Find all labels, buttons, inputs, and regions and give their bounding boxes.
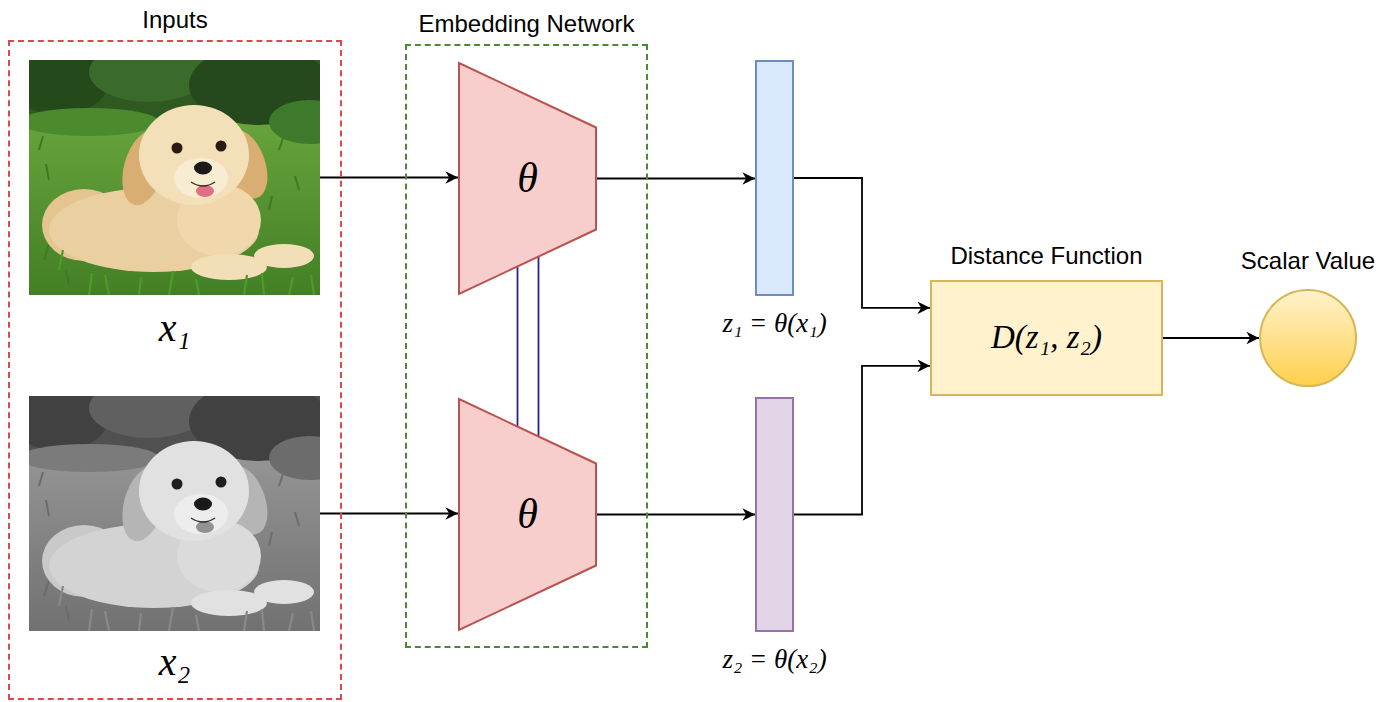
group-title: Inputs — [142, 6, 207, 34]
embedding-formula: z₁ = θ(x₁) — [722, 308, 826, 339]
weight-symbol: θ — [517, 154, 538, 202]
input-group: x₁x₂Inputs — [8, 40, 342, 700]
input-symbol: x₁ — [159, 305, 191, 351]
flow-arrow — [597, 514, 755, 515]
circle-shape — [1259, 289, 1357, 387]
connector-line — [1163, 337, 1259, 339]
flow-arrow — [597, 178, 755, 179]
connector-line — [597, 178, 755, 180]
embedding-vector: z₁ = θ(x₁) — [755, 60, 794, 296]
flow-arrow — [794, 366, 930, 515]
embedding-formula: z₂ = θ(x₂) — [722, 644, 826, 675]
weight-symbol: θ — [517, 490, 538, 538]
flow-arrow — [794, 178, 930, 308]
connector-line — [794, 178, 930, 308]
group-title: Embedding Network — [418, 10, 634, 38]
input-image: x₁ — [29, 60, 320, 295]
box-title: Distance Function — [950, 242, 1142, 270]
connector-line — [517, 267, 519, 426]
output-title: Scalar Value — [1241, 247, 1375, 275]
connector-line — [597, 514, 755, 516]
encoder-block: θ — [458, 62, 597, 295]
encoder-block: θ — [458, 398, 597, 631]
embedding-vector: z₂ = θ(x₂) — [755, 397, 794, 632]
connector-line — [538, 257, 540, 436]
flow-arrow — [1163, 338, 1259, 339]
distance-formula: D(z₁, z₂) — [991, 319, 1102, 357]
embedding-group: θθEmbedding Network — [405, 44, 648, 648]
connector-line — [794, 366, 930, 515]
input-symbol: x₂ — [159, 639, 191, 685]
shared-weights-link — [518, 257, 539, 436]
distance-box: Distance FunctionD(z₁, z₂) — [930, 280, 1163, 396]
input-image: x₂ — [29, 396, 320, 631]
output-circle: Scalar Value — [1259, 289, 1357, 387]
